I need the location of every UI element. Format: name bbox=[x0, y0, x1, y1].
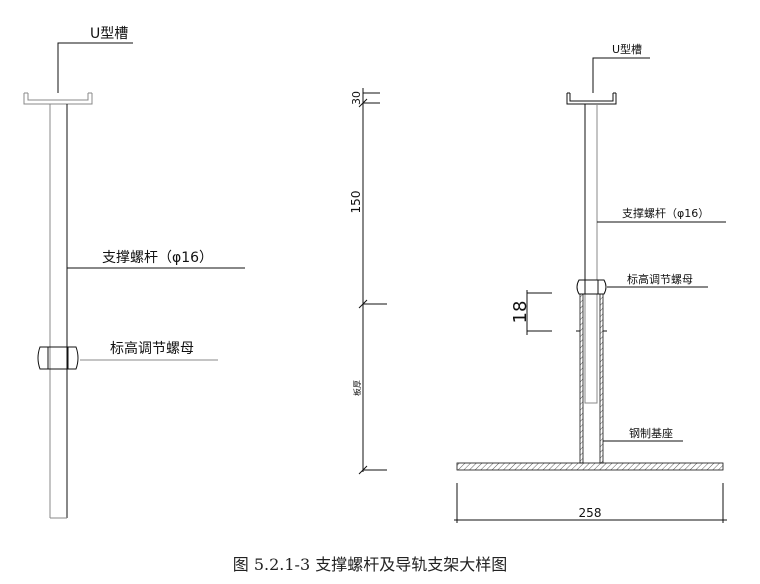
nut bbox=[37, 346, 79, 370]
vertical-dimension: 30 150 板厚 bbox=[349, 88, 387, 475]
nut-gap-dimension: 18 bbox=[510, 290, 552, 335]
dim-nut-gap: 18 bbox=[510, 301, 531, 324]
dim-bottom: 板厚 bbox=[352, 380, 362, 396]
rod-label: 支撑螺杆（φ16） bbox=[622, 206, 709, 220]
u-channel-leader bbox=[592, 57, 650, 93]
base-plate bbox=[456, 462, 724, 471]
dim-top: 30 bbox=[350, 91, 363, 105]
nut-label: 标高调节螺母 bbox=[627, 272, 693, 286]
right-figure: U型槽 支撑螺杆（φ16） 标高调节螺母 钢制基座 18 258 bbox=[454, 42, 727, 523]
u-channel bbox=[566, 92, 617, 105]
nut bbox=[576, 279, 607, 295]
base-width-dimension: 258 bbox=[454, 483, 727, 523]
left-figure: U型槽 支撑螺杆（φ16） 标高调节螺母 bbox=[23, 26, 245, 519]
u-channel bbox=[23, 92, 93, 105]
figure-caption: 图 5.2.1-3 支撑螺杆及导轨支架大样图 bbox=[233, 555, 507, 574]
dim-base-width: 258 bbox=[579, 506, 602, 520]
sleeve-left-wall bbox=[579, 293, 584, 464]
u-channel-label: U型槽 bbox=[612, 42, 642, 56]
dim-middle: 150 bbox=[349, 191, 363, 214]
base-label: 钢制基座 bbox=[629, 426, 673, 440]
rod-inner bbox=[584, 293, 598, 404]
u-channel-leader bbox=[57, 42, 133, 93]
rod-label: 支撑螺杆（φ16） bbox=[102, 250, 213, 266]
sleeve-right-wall bbox=[599, 293, 604, 464]
u-channel-label: U型槽 bbox=[90, 26, 128, 42]
nut-label: 标高调节螺母 bbox=[110, 340, 194, 357]
